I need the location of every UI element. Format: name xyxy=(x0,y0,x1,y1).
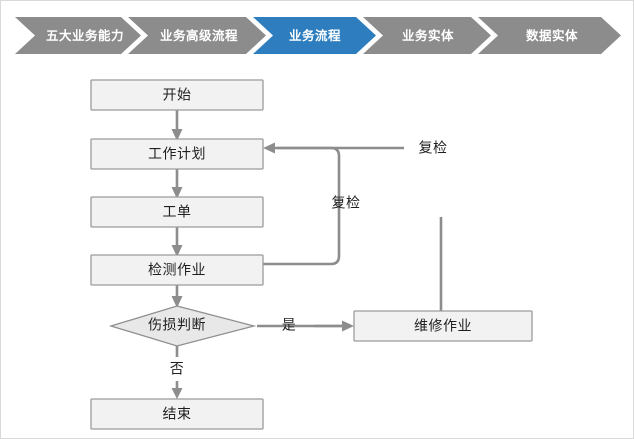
edge-workorder-to-inspect xyxy=(171,227,183,257)
node-label: 检测作业 xyxy=(148,262,206,278)
breadcrumb-label: 五大业务能力 xyxy=(46,28,124,43)
node-end[interactable]: 结束 xyxy=(90,398,264,430)
breadcrumb-label: 业务实体 xyxy=(402,28,454,43)
node-label: 伤损判断 xyxy=(148,317,206,333)
node-repair[interactable]: 维修作业 xyxy=(353,310,533,342)
breadcrumb-label: 数据实体 xyxy=(525,28,578,43)
node-label: 维修作业 xyxy=(414,318,472,334)
breadcrumb-item-0[interactable]: 五大业务能力 xyxy=(15,17,141,54)
breadcrumb-item-3[interactable]: 业务实体 xyxy=(363,17,491,54)
node-damage-decision[interactable]: 伤损判断 xyxy=(108,305,257,347)
chevron-shape xyxy=(363,17,491,54)
chevron-shape xyxy=(478,17,621,54)
breadcrumb-item-4[interactable]: 数据实体 xyxy=(478,17,621,54)
chevron-shape-active xyxy=(253,17,376,54)
node-label: 开始 xyxy=(163,87,192,103)
breadcrumb: 五大业务能力 业务高级流程 业务流程 业务实体 数据实体 xyxy=(1,17,633,54)
chevron-shape xyxy=(128,17,266,54)
edge-repair-to-plan-recheck xyxy=(277,146,443,311)
edge-label-yes: 是 xyxy=(282,317,297,333)
edge-plan-to-workorder xyxy=(171,169,183,199)
edge-label-recheck-outer: 复检 xyxy=(419,140,448,156)
node-work-order[interactable]: 工单 xyxy=(90,196,264,228)
edge-label-recheck-inner: 复检 xyxy=(332,195,361,211)
edge-inspect-to-decision xyxy=(171,285,183,308)
breadcrumb-item-2[interactable]: 业务流程 xyxy=(253,17,376,54)
node-label: 工作计划 xyxy=(148,146,206,162)
edge-start-to-plan xyxy=(171,110,183,141)
breadcrumb-label: 业务高级流程 xyxy=(160,28,238,43)
flowchart: 否 是 复检 xyxy=(1,54,633,438)
edge-decision-to-end xyxy=(171,346,183,399)
breadcrumb-label-active: 业务流程 xyxy=(289,28,341,43)
breadcrumb-item-1[interactable]: 业务高级流程 xyxy=(128,17,266,54)
edge-inspect-to-plan-recheck xyxy=(263,142,341,266)
node-label: 工单 xyxy=(163,204,192,220)
chevron-shape xyxy=(15,17,141,54)
node-start[interactable]: 开始 xyxy=(90,79,264,111)
node-inspection[interactable]: 检测作业 xyxy=(90,254,264,286)
edge-label-no: 否 xyxy=(170,361,185,377)
edge-decision-to-repair-arrow xyxy=(313,320,354,332)
node-work-plan[interactable]: 工作计划 xyxy=(90,138,264,170)
node-label: 结束 xyxy=(163,406,192,422)
